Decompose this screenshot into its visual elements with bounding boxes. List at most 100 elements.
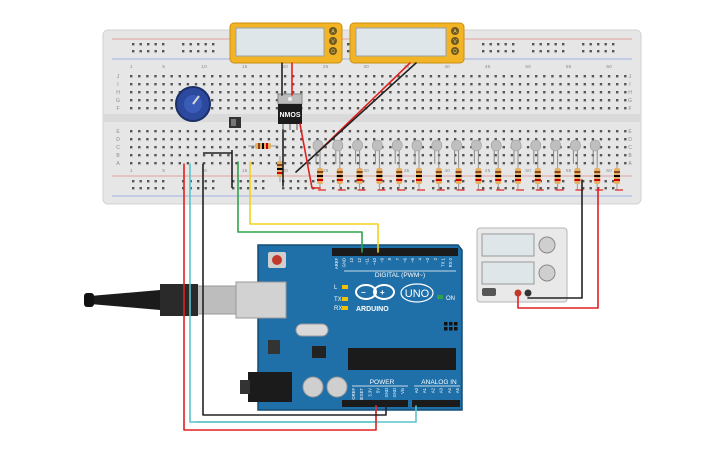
potentiometer[interactable]: [175, 86, 211, 122]
pin-label: Vin: [400, 387, 405, 394]
column-number: 60: [606, 64, 612, 70]
led[interactable]: [550, 139, 561, 164]
wire-red-power[interactable]: [183, 163, 377, 431]
pin-label: 2: [433, 257, 438, 260]
dc-power-supply[interactable]: [476, 227, 568, 303]
column-number: 50: [525, 64, 531, 70]
power-header[interactable]: [342, 400, 408, 407]
pin-label: A4: [447, 387, 452, 393]
slide-switch[interactable]: [229, 117, 241, 128]
wire-supply-negative[interactable]: [527, 179, 583, 299]
meter-button-ohm[interactable]: [329, 47, 337, 55]
led[interactable]: [411, 139, 423, 164]
resistor[interactable]: [455, 164, 465, 191]
led[interactable]: [372, 139, 383, 164]
meter-button-v[interactable]: [451, 37, 459, 45]
power-switch[interactable]: [482, 288, 496, 296]
positive-terminal[interactable]: [514, 289, 522, 297]
regulator: [268, 340, 280, 354]
multimeter-right[interactable]: A V Ω: [349, 22, 465, 64]
resistor[interactable]: [376, 164, 386, 191]
column-number: 40: [444, 168, 450, 174]
gate-resistor[interactable]: [277, 156, 283, 182]
pin-label: 4: [418, 257, 423, 260]
analog-header[interactable]: [412, 400, 460, 407]
crystal-oscillator: [295, 323, 329, 337]
wire-nmos-drain[interactable]: [299, 123, 321, 189]
negative-terminal[interactable]: [524, 289, 532, 297]
column-number: 25: [323, 168, 329, 174]
digital-header[interactable]: [332, 248, 458, 256]
resistor[interactable]: [317, 164, 326, 191]
meter-button-a[interactable]: [451, 27, 459, 35]
pin-label: 8: [387, 257, 392, 260]
nmos-transistor[interactable]: NMOS: [277, 93, 303, 130]
resistor[interactable]: [534, 164, 544, 191]
column-number: 10: [201, 168, 207, 174]
resistor[interactable]: [495, 164, 505, 191]
wire-green-signal[interactable]: [237, 161, 363, 253]
base-resistor[interactable]: [248, 143, 278, 149]
pin-label: 5V: [376, 388, 381, 393]
resistor[interactable]: [416, 164, 425, 191]
power-jack[interactable]: [248, 372, 292, 402]
led[interactable]: [352, 139, 363, 164]
row-letter: D: [628, 137, 632, 143]
wire-meter-right-black[interactable]: [295, 62, 417, 173]
resistor[interactable]: [435, 164, 445, 191]
meter-button-ohm[interactable]: [451, 47, 459, 55]
led[interactable]: [332, 139, 344, 164]
resistor[interactable]: [614, 164, 623, 191]
resistor[interactable]: [594, 164, 604, 191]
led[interactable]: [570, 139, 581, 164]
row-letter: A: [116, 161, 120, 167]
current-knob[interactable]: [538, 264, 556, 282]
row-letter: G: [628, 98, 632, 104]
usb-port[interactable]: [235, 281, 287, 319]
pin-label: ~11: [364, 257, 369, 264]
led[interactable]: [530, 139, 542, 164]
row-letter: J: [117, 74, 120, 80]
pin-label: RX 0: [448, 257, 453, 267]
usb-cable[interactable]: [84, 284, 237, 316]
led[interactable]: [471, 139, 482, 164]
pin-label: ~10: [372, 257, 377, 265]
led[interactable]: [431, 139, 443, 164]
row-letter: F: [628, 106, 631, 112]
led-array[interactable]: [312, 139, 601, 164]
column-number: 50: [525, 168, 531, 174]
led[interactable]: [510, 139, 522, 164]
led[interactable]: [589, 139, 601, 164]
resistor[interactable]: [396, 164, 406, 191]
led[interactable]: [490, 139, 502, 164]
resistor[interactable]: [554, 164, 564, 191]
wire-black-ground[interactable]: [202, 163, 387, 416]
multimeter-left[interactable]: A V Ω: [229, 22, 343, 64]
meter-button-a[interactable]: [329, 27, 337, 35]
svg-text:+: +: [380, 288, 385, 297]
meter-button-v[interactable]: [329, 37, 337, 45]
row-letter: E: [628, 129, 632, 135]
wires[interactable]: [183, 62, 599, 431]
column-number: 30: [363, 64, 369, 70]
row-letter: G: [116, 98, 120, 104]
current-display: [481, 261, 535, 285]
atmega-chip: [348, 348, 456, 370]
wire-cyan-a0[interactable]: [195, 405, 417, 423]
wire-yellow-signal[interactable]: [249, 161, 379, 253]
resistor[interactable]: [475, 164, 485, 191]
led[interactable]: [451, 139, 462, 164]
wire-supply-positive[interactable]: [517, 187, 599, 309]
resistor[interactable]: [336, 164, 346, 191]
voltage-knob[interactable]: [538, 236, 556, 254]
resistor[interactable]: [574, 164, 584, 191]
resistor[interactable]: [356, 164, 366, 191]
resistor[interactable]: [515, 164, 524, 191]
resistor-array[interactable]: [317, 164, 623, 191]
led[interactable]: [391, 139, 403, 164]
